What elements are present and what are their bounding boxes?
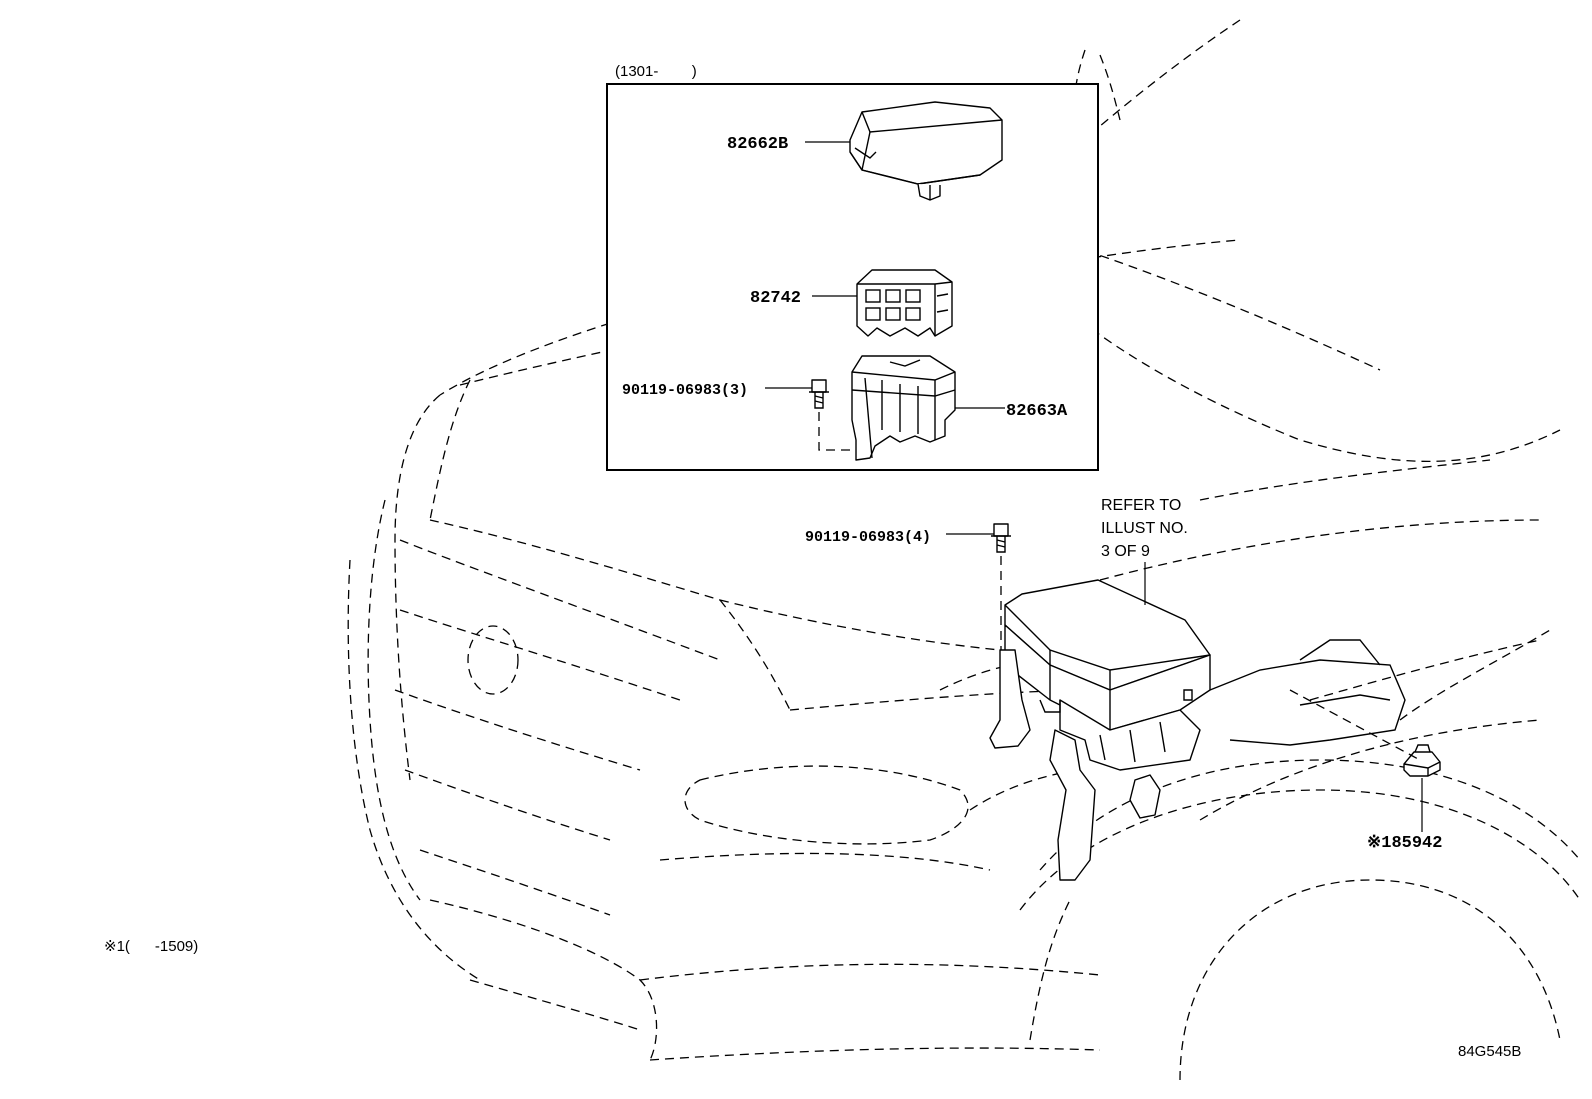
fuse-box-cover-drawing bbox=[849, 101, 1003, 201]
part-label-bolt-inset: 90119-06983(3) bbox=[622, 382, 748, 399]
part-label-85942: ※185942 bbox=[1367, 834, 1442, 853]
inset-date-range-label: (1301- ) bbox=[615, 63, 697, 80]
part-label-bolt-main: 90119-06983(4) bbox=[805, 529, 931, 546]
relay-85942-drawing bbox=[1289, 689, 1441, 832]
part-label-82742: 82742 bbox=[750, 289, 801, 308]
refer-note-line-3: 3 OF 9 bbox=[1101, 543, 1150, 560]
bolt-drawing-inset bbox=[809, 379, 850, 451]
part-label-82662b: 82662B bbox=[727, 135, 788, 154]
fuse-box-assembly-drawing bbox=[989, 579, 1406, 881]
refer-note-line-2: ILLUST NO. bbox=[1101, 520, 1188, 537]
footnote: ※1( -1509) bbox=[104, 938, 198, 955]
refer-to-note: REFER TO ILLUST NO. 3 OF 9 bbox=[1101, 497, 1188, 605]
illustration-code: 84G545B bbox=[1458, 1043, 1521, 1060]
refer-note-line-1: REFER TO bbox=[1101, 497, 1181, 514]
bolt-drawing-main bbox=[991, 523, 1011, 650]
bracket-drawing bbox=[851, 355, 956, 461]
relay-block-drawing bbox=[856, 269, 953, 337]
inset-panel: (1301- ) 82662B 82742 bbox=[606, 63, 1099, 471]
part-label-82663a: 82663A bbox=[1006, 402, 1068, 421]
